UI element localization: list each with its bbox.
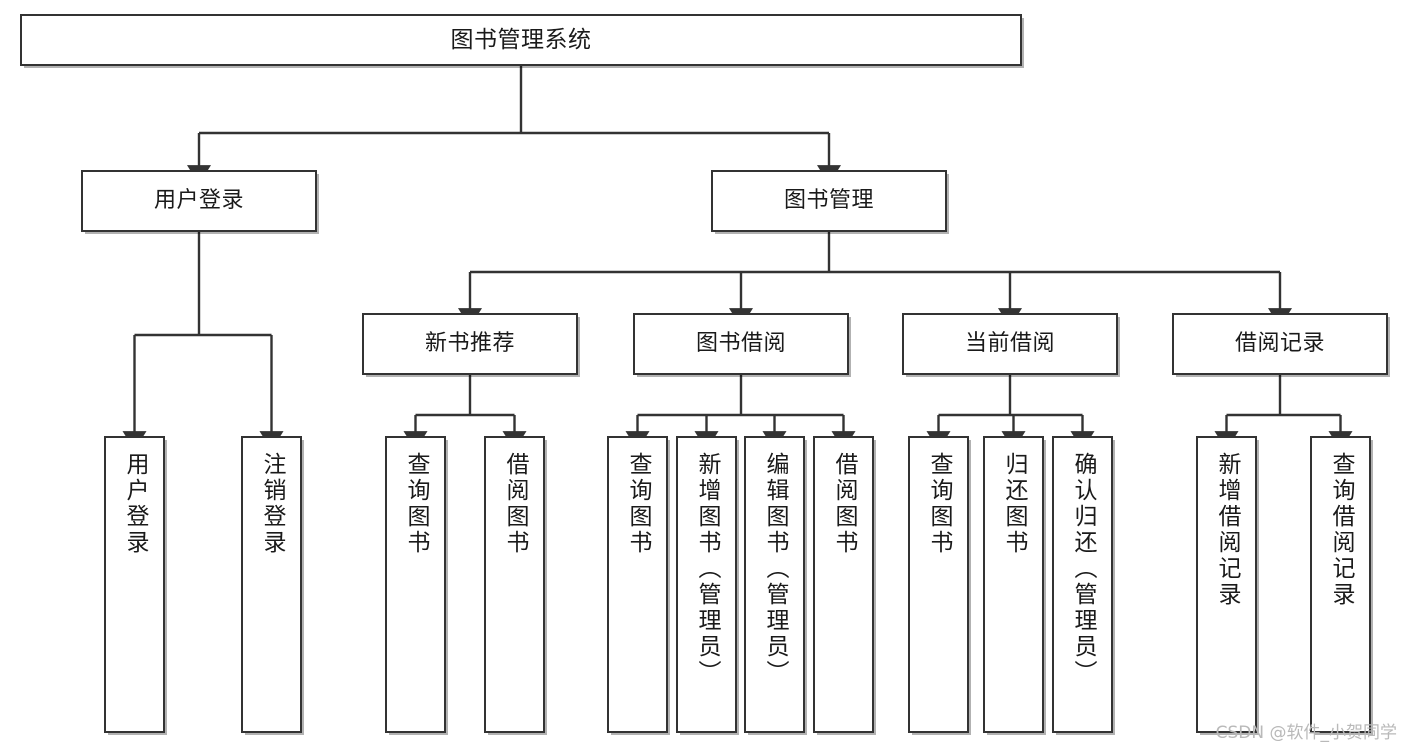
node-label: 借阅记录 — [1234, 331, 1325, 357]
node-l6: 新增图书（管理员） — [676, 436, 737, 733]
node-l11: 确认归还（管理员） — [1052, 436, 1113, 733]
node-label: 新增借阅记录 — [1214, 452, 1240, 608]
node-current: 当前借阅 — [902, 313, 1118, 375]
node-label: 用户登录 — [122, 452, 148, 556]
watermark: CSDN @软件_小贺同学 — [1215, 723, 1397, 743]
node-label: 查询图书 — [403, 452, 429, 556]
node-label: 编辑图书（管理员） — [762, 452, 788, 686]
node-label: 用户登录 — [153, 188, 244, 214]
node-l13: 查询借阅记录 — [1310, 436, 1371, 733]
node-label: 查询图书 — [625, 452, 651, 556]
node-l3: 查询图书 — [385, 436, 446, 733]
node-label: 图书管理系统 — [450, 26, 592, 53]
node-l2: 注销登录 — [241, 436, 302, 733]
node-label: 图书借阅 — [695, 331, 786, 357]
connector-lines — [122, 66, 1353, 451]
node-label: 注销登录 — [259, 452, 285, 556]
node-label: 当前借阅 — [964, 331, 1055, 357]
node-bookmgmt: 图书管理 — [711, 170, 947, 232]
node-l7: 编辑图书（管理员） — [744, 436, 805, 733]
node-l1: 用户登录 — [104, 436, 165, 733]
node-label: 确认归还（管理员） — [1070, 452, 1096, 686]
node-label: 新增图书（管理员） — [694, 452, 720, 686]
node-l10: 归还图书 — [983, 436, 1044, 733]
node-label: 查询图书 — [926, 452, 952, 556]
node-records: 借阅记录 — [1172, 313, 1388, 375]
node-label: 借阅图书 — [831, 452, 857, 556]
node-l9: 查询图书 — [908, 436, 969, 733]
node-newbook: 新书推荐 — [362, 313, 578, 375]
node-label: 图书管理 — [783, 188, 874, 214]
node-l4: 借阅图书 — [484, 436, 545, 733]
node-label: 借阅图书 — [502, 452, 528, 556]
node-login: 用户登录 — [81, 170, 317, 232]
node-l12: 新增借阅记录 — [1196, 436, 1257, 733]
node-borrow: 图书借阅 — [633, 313, 849, 375]
node-l8: 借阅图书 — [813, 436, 874, 733]
node-label: 归还图书 — [1001, 452, 1027, 556]
node-label: 新书推荐 — [424, 331, 515, 357]
node-label: 查询借阅记录 — [1328, 452, 1354, 608]
node-root: 图书管理系统 — [20, 14, 1022, 66]
node-l5: 查询图书 — [607, 436, 668, 733]
